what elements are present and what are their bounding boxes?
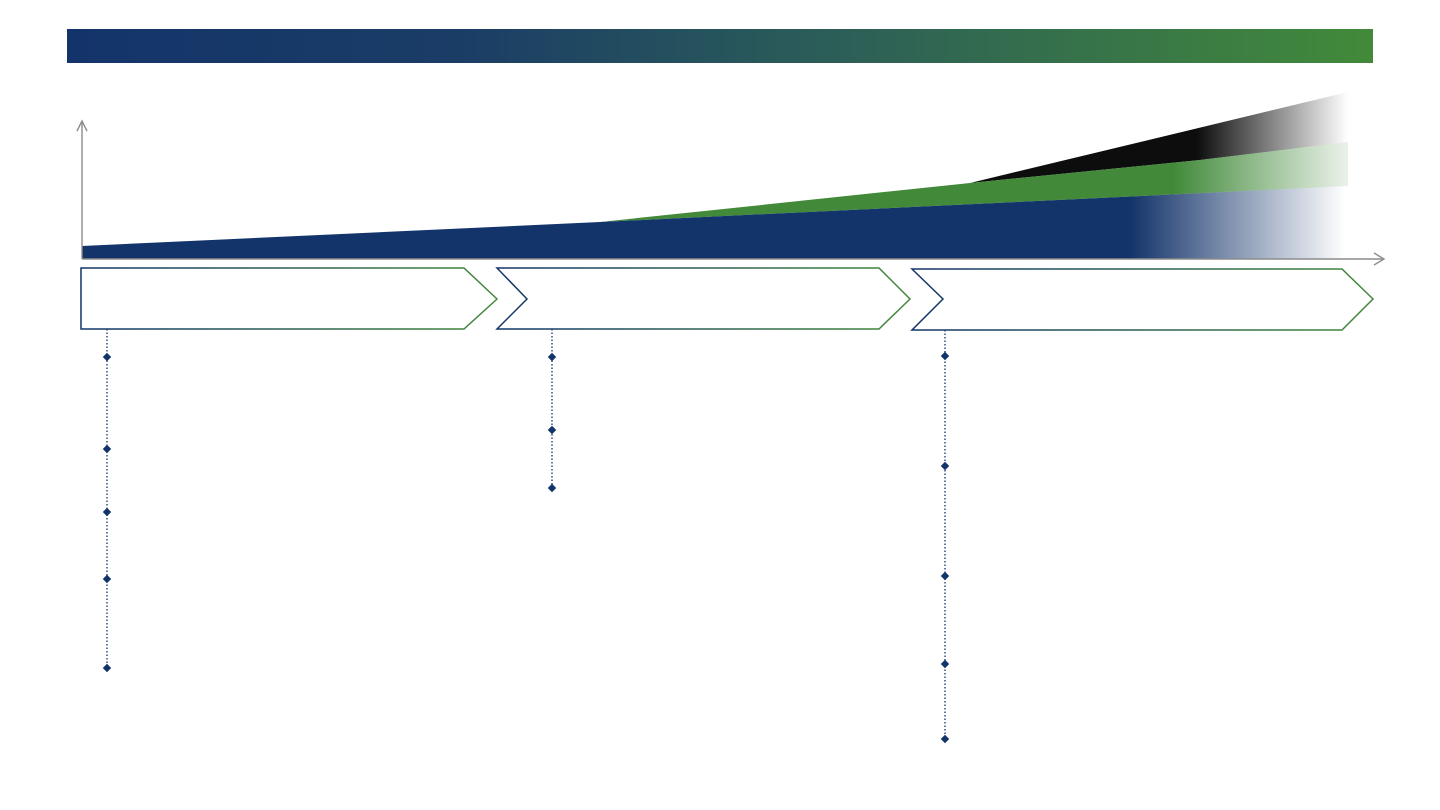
header-bar-fill	[67, 29, 1373, 63]
black-growth-layer	[970, 92, 1348, 183]
green-growth-layer	[600, 142, 1348, 222]
phase-3-bullet-2	[940, 461, 950, 471]
bullet-markers	[102, 351, 950, 744]
phase-2-bullet-3	[547, 483, 557, 493]
navy-base-layer	[82, 186, 1348, 259]
phase-3-bullet-5	[940, 734, 950, 744]
phase-chevron-2	[495, 267, 912, 330]
phase-1-bullet-4	[102, 574, 112, 584]
phase-chevron-3	[910, 268, 1375, 331]
phase-1-bullet-1	[102, 352, 112, 362]
phase-1-bullet-2	[102, 444, 112, 454]
bullet-connectors	[106, 329, 946, 739]
phase-1-bullet-5	[102, 663, 112, 673]
phase-chevron-1	[80, 267, 499, 330]
phase-3-bullet-4	[940, 659, 950, 669]
phase-2-bullet-2	[547, 425, 557, 435]
x-axis-arrow	[1373, 252, 1386, 266]
phase-3-bullet-1	[940, 351, 950, 361]
phase-2-bullet-1	[547, 352, 557, 362]
phase-1-bullet-3	[102, 507, 112, 517]
chart-axes	[76, 119, 1386, 266]
y-axis-arrow	[76, 119, 88, 132]
phase-3-bullet-3	[940, 571, 950, 581]
